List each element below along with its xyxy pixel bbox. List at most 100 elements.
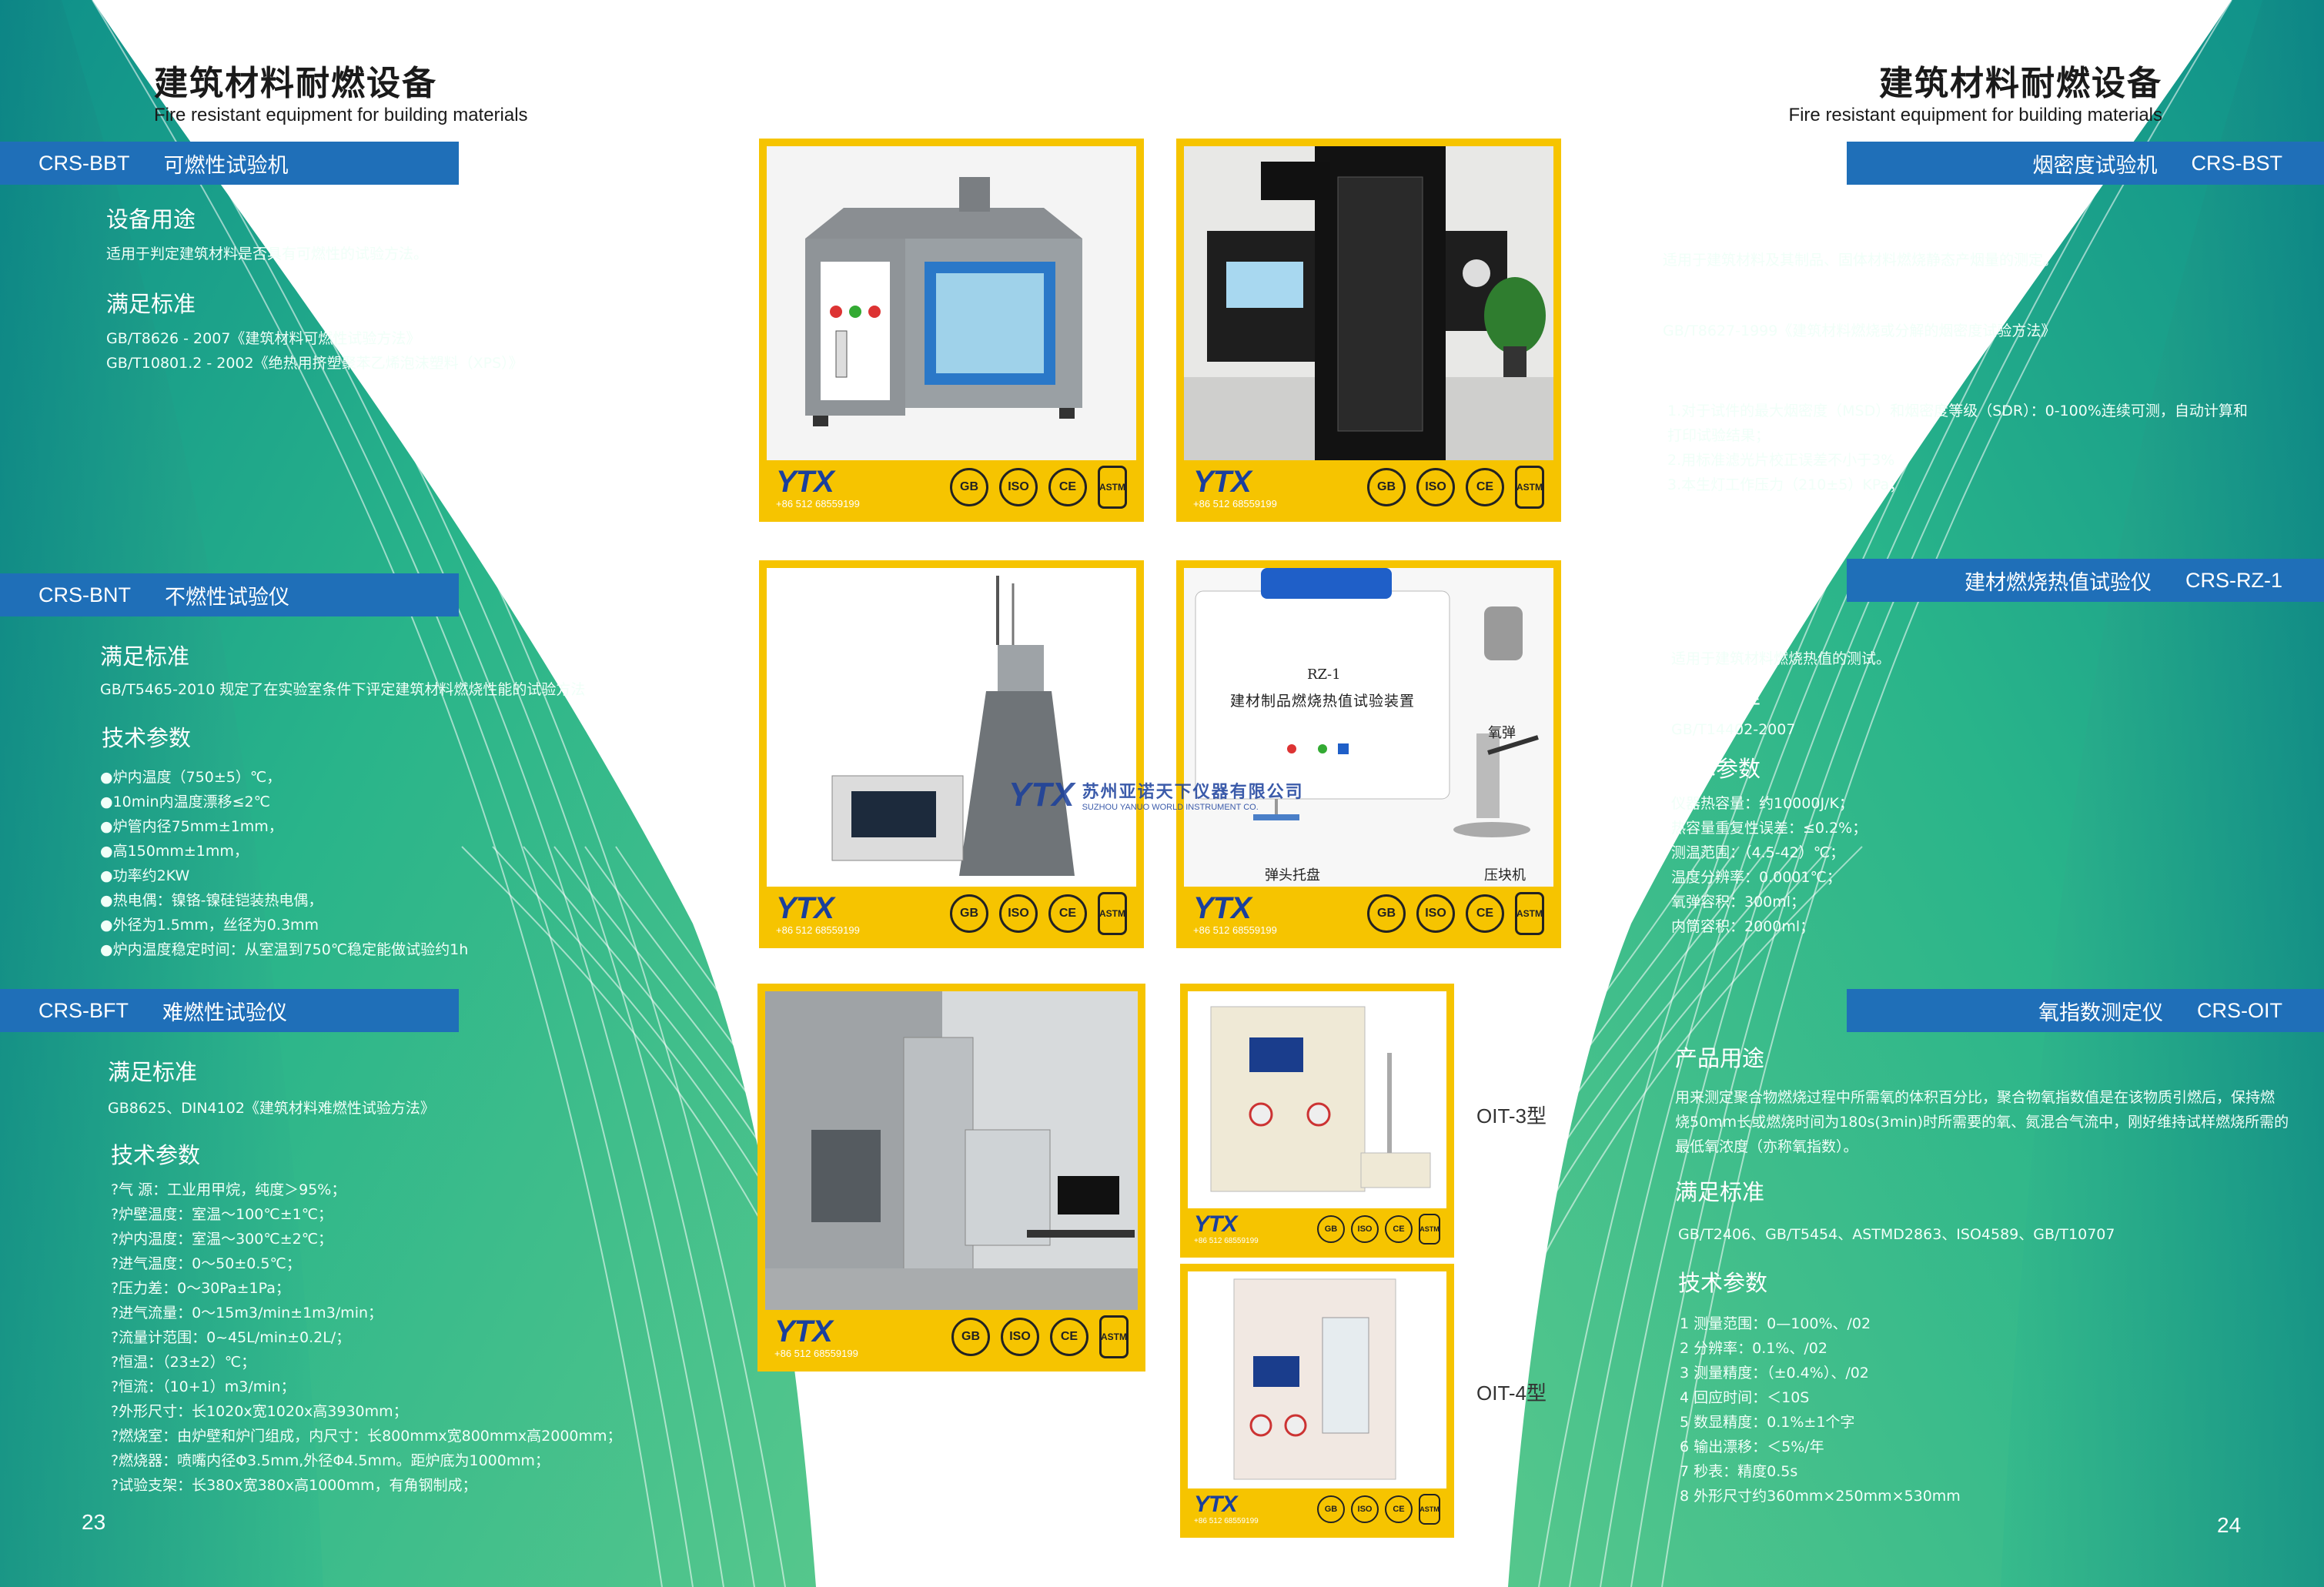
- standard-heading: 满足标准: [1675, 1179, 1765, 1205]
- section-band-crs-rz-1: 建材燃烧热值试验仪 CRS-RZ-1: [1847, 559, 2324, 602]
- brand-strip: YTX+86 512 68559199 GB ISO CE ASTM: [767, 887, 1136, 941]
- page-title: 建筑材料耐燃设备: [1879, 64, 2162, 103]
- standard-list: GB/T8626 - 2007《建筑材料可燃性试验方法》 GB/T10801.2…: [106, 326, 523, 376]
- usage-heading: 设备用途: [1671, 617, 1761, 643]
- left-page: 建筑材料耐燃设备 Fire resistant equipment for bu…: [0, 0, 816, 1587]
- parameter-heading: 技术参数: [1667, 362, 1757, 388]
- section-code: CRS-OIT: [2197, 998, 2282, 1022]
- ce-badge-icon: CE: [1385, 1215, 1413, 1243]
- logo-word: YTX: [774, 1314, 833, 1348]
- astm-badge-icon: ASTM: [1419, 1214, 1440, 1245]
- parameter-line: ●外径为1.5mm，丝径为0.3mm: [100, 917, 319, 934]
- section-code: CRS-BBT: [38, 151, 130, 175]
- standard-heading: 满足标准: [106, 291, 196, 317]
- bomb-tray-label: 弹头托盘: [1265, 867, 1320, 884]
- iso-badge-icon: ISO: [1351, 1495, 1379, 1523]
- iso-badge-icon: ISO: [999, 894, 1038, 933]
- product-image-bnt: [767, 568, 1136, 887]
- astm-badge-icon: ASTM: [1515, 466, 1544, 509]
- astm-badge-icon: ASTM: [1098, 466, 1127, 509]
- standard-text: GB/T14402-2007: [1671, 721, 1796, 738]
- section-name: 氧指数测定仪: [2038, 1001, 2163, 1025]
- parameter-line: 5 数显精度：0.1%±1个字: [1680, 1414, 1855, 1431]
- ce-badge-icon: CE: [1050, 1318, 1088, 1356]
- section-name: 难燃性试验仪: [162, 1001, 287, 1025]
- parameter-line: 7 秒表：精度0.5s: [1680, 1463, 1798, 1480]
- phone-number: +86 512 68559199: [774, 1347, 858, 1359]
- standard-text: GB/T5465-2010 规定了在实验室条件下评定建筑材料燃烧性能的试验方法: [100, 681, 586, 698]
- iso-badge-icon: ISO: [999, 468, 1038, 506]
- parameter-line: ?试验支架：长380x宽380x高1000mm，有角钢制成；: [111, 1477, 477, 1494]
- usage-heading: 产品用途: [1675, 1045, 1765, 1071]
- logo-word: YTX: [1193, 464, 1252, 499]
- parameter-line: ?压力差：0～30Pa±1Pa；: [111, 1280, 290, 1297]
- photo-crs-rz-1: RZ-1 建材制品燃烧热值试验装置 氧弹 弹头托盘 压块机 YTX+86 512…: [1176, 560, 1561, 948]
- oit-4-label: OIT-4型: [1476, 1382, 1547, 1405]
- gb-badge-icon: GB: [1317, 1495, 1345, 1523]
- standard-text: GB8625、DIN4102《建筑材料难燃性试验方法》: [108, 1100, 435, 1117]
- brand-strip: YTX+86 512 68559199 GB ISO CE ASTM: [767, 460, 1136, 514]
- parameter-list: 仪器热容量：约10000J/K； 热容量重复性误差：≤0.2%； 测温范围：（4…: [1671, 791, 1867, 939]
- parameter-line: 热容量重复性误差：≤0.2%；: [1671, 820, 1868, 837]
- ce-badge-icon: CE: [1048, 894, 1087, 933]
- parameter-line: 2.用标准滤光片校正误差不小于3%: [1667, 452, 1895, 469]
- standard-line: GB/T8626 - 2007《建筑材料可燃性试验方法》: [106, 330, 421, 347]
- parameter-line: 3.本生灯工作压力（210±5）KPa；: [1667, 476, 1904, 493]
- gb-badge-icon: GB: [1367, 468, 1406, 506]
- phone-number: +86 512 68559199: [776, 497, 860, 510]
- product-image-bst: [1184, 146, 1553, 460]
- brand-strip: YTX+86 512 68559199 GB ISO CE ASTM: [1188, 1488, 1446, 1530]
- parameter-line: 氧弹容积：300ml；: [1671, 894, 1806, 910]
- ytx-logo: YTX+86 512 68559199: [776, 893, 860, 935]
- iso-badge-icon: ISO: [1416, 468, 1455, 506]
- section-name: 烟密度试验机: [2032, 153, 2158, 178]
- parameter-line: ?炉内温度：室温～300℃±2℃；: [111, 1231, 333, 1248]
- phone-number: +86 512 68559199: [1194, 1237, 1259, 1245]
- parameter-line: 4 回应时间：＜10S: [1680, 1389, 1810, 1406]
- iso-badge-icon: ISO: [1351, 1215, 1379, 1243]
- usage-text: 适用于建筑材料及其制品、固体材料燃烧静态产烟量的测定。: [1663, 252, 2058, 269]
- logo-word: YTX: [1193, 890, 1252, 925]
- standard-text: GB/T8627-1999《建筑材料燃烧或分解的烟密度试验方法》: [1663, 322, 2056, 339]
- section-band-crs-bft: CRS-BFT 难燃性试验仪: [0, 989, 459, 1032]
- ce-badge-icon: CE: [1048, 468, 1087, 506]
- gb-badge-icon: GB: [950, 894, 988, 933]
- phone-number: +86 512 68559199: [1194, 1517, 1259, 1525]
- gb-badge-icon: GB: [1367, 894, 1406, 933]
- photo-crs-bst: YTX+86 512 68559199 GB ISO CE ASTM: [1176, 139, 1561, 522]
- parameter-line: ?恒温：（23±2）℃；: [111, 1354, 256, 1371]
- standard-heading: 满足标准: [1663, 286, 1753, 312]
- watermark-company-en: SUZHOU YANUO WORLD INSTRUMENT CO.: [1082, 803, 1259, 812]
- parameter-line: ●炉管内径75mm±1mm，: [100, 818, 283, 835]
- section-name: 建材燃烧热值试验仪: [1965, 570, 2152, 595]
- parameter-list: 1.对于试件的最大烟密度（MSD）和烟密度等级（SDR）：0-100%连续可测，…: [1667, 399, 2248, 497]
- usage-line: 烧50mm长或燃烧时间为180s(3min)时所需要的氧、氮混合气流中，刚好维持…: [1675, 1114, 2289, 1131]
- gb-badge-icon: GB: [950, 468, 988, 506]
- usage-heading: 设备用途: [1663, 206, 1753, 232]
- gb-badge-icon: GB: [1317, 1215, 1345, 1243]
- parameter-line: 2 分辨率：0.1%、/02: [1680, 1340, 1827, 1357]
- parameter-line: 打印试验结果；: [1667, 427, 1771, 444]
- right-page: 建筑材料耐燃设备 Fire resistant equipment for bu…: [1162, 0, 2324, 1587]
- parameter-line: 1 测量范围：0—100%、/02: [1680, 1315, 1871, 1332]
- photo-crs-bft: YTX+86 512 68559199 GB ISO CE ASTM: [757, 984, 1145, 1372]
- brand-strip: YTX+86 512 68559199 GB ISO CE ASTM: [1184, 460, 1553, 514]
- logo-word: YTX: [1194, 1492, 1237, 1517]
- parameter-heading: 技术参数: [102, 725, 192, 751]
- parameter-line: 3 测量精度：（±0.4%）、/02: [1680, 1365, 1869, 1382]
- parameter-line: ●炉内温度（750±5）℃，: [100, 769, 282, 786]
- brand-strip: YTX+86 512 68559199 GB ISO CE ASTM: [765, 1310, 1138, 1364]
- parameter-line: ●炉内温度稳定时间：从室温到750℃稳定能做试验约1h: [100, 941, 469, 958]
- product-image-bft: [765, 991, 1138, 1310]
- logo-word: YTX: [776, 890, 834, 925]
- section-band-crs-bst: 烟密度试验机 CRS-BST: [1847, 142, 2324, 185]
- iso-badge-icon: ISO: [1416, 894, 1455, 933]
- ytx-logo: YTX+86 512 68559199: [1194, 1213, 1259, 1245]
- usage-text: 适用于判定建筑材料是否具有可燃性的试验方法。: [106, 246, 429, 262]
- brand-strip: YTX+86 512 68559199 GB ISO CE ASTM: [1184, 887, 1553, 941]
- parameter-line: ●热电偶：镍铬-镍硅铠装热电偶，: [100, 892, 323, 909]
- usage-heading: 设备用途: [106, 206, 196, 232]
- oit-3-label: OIT-3型: [1476, 1104, 1547, 1128]
- ytx-logo: YTX+86 512 68559199: [1194, 1493, 1259, 1525]
- parameter-heading: 技术参数: [1671, 756, 1761, 782]
